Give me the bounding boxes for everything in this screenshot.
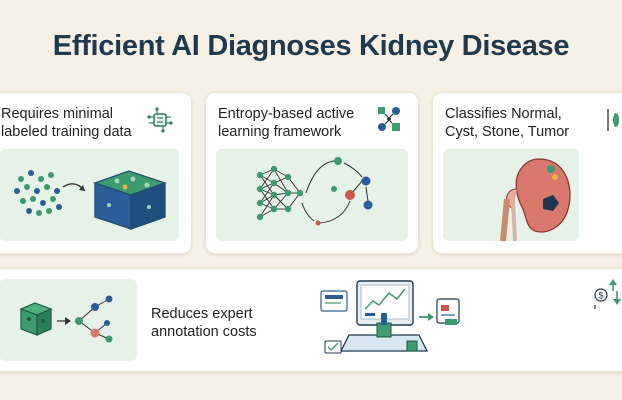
sampling-loop bbox=[301, 160, 369, 224]
card-annotation-costs-line-1: Reduces expert bbox=[151, 306, 253, 322]
page-title: Efficient AI Diagnoses Kidney Disease bbox=[52, 30, 570, 62]
active-learning-illustration bbox=[216, 149, 408, 241]
card-classification-line-2: Cyst, Stone, Tumor bbox=[445, 124, 570, 140]
card-minimal-data-text: Requires minimal labeled training data bbox=[1, 105, 132, 141]
card-active-learning-line-2: learning framework bbox=[218, 124, 342, 140]
card-annotation-costs-text: Reduces expert annotation costs bbox=[151, 305, 257, 341]
kidney-illustration bbox=[500, 158, 571, 242]
card-annotation-costs: Reduces expert annotation costs bbox=[0, 268, 622, 372]
neural-network bbox=[259, 168, 301, 218]
card-classification: Classifies Normal, Cyst, Stone, Tumor bbox=[432, 92, 622, 254]
card-classification-text: Classifies Normal, Cyst, Stone, Tumor bbox=[445, 105, 569, 141]
dollar-cost-icon: $ bbox=[593, 277, 622, 311]
card-minimal-data-line-1: Requires minimal bbox=[1, 106, 114, 122]
minimal-data-illustration bbox=[0, 149, 179, 241]
data-points-cluster bbox=[14, 170, 62, 216]
card-classification-line-1: Classifies Normal, bbox=[445, 106, 562, 122]
svg-text:$: $ bbox=[598, 291, 603, 301]
data-cube bbox=[92, 170, 168, 230]
card-active-learning-line-1: Entropy-based active bbox=[218, 106, 355, 122]
card-minimal-data-line-2: labeled training data bbox=[1, 124, 132, 140]
green-cube bbox=[19, 302, 53, 336]
computer-annotation-illustration bbox=[319, 277, 460, 363]
card-active-learning-text: Entropy-based active learning framework bbox=[218, 105, 354, 141]
circuit-chip-icon bbox=[147, 107, 173, 133]
annotation-costs-illustration bbox=[0, 279, 137, 361]
node-graph-icon bbox=[376, 105, 402, 133]
card-annotation-costs-line-2: annotation costs bbox=[151, 324, 257, 340]
classification-illustration bbox=[443, 149, 579, 242]
card-minimal-data: Requires minimal labeled training data bbox=[0, 92, 192, 254]
kidney-split-icon bbox=[605, 107, 622, 133]
card-active-learning: Entropy-based active learning framework bbox=[205, 92, 419, 254]
